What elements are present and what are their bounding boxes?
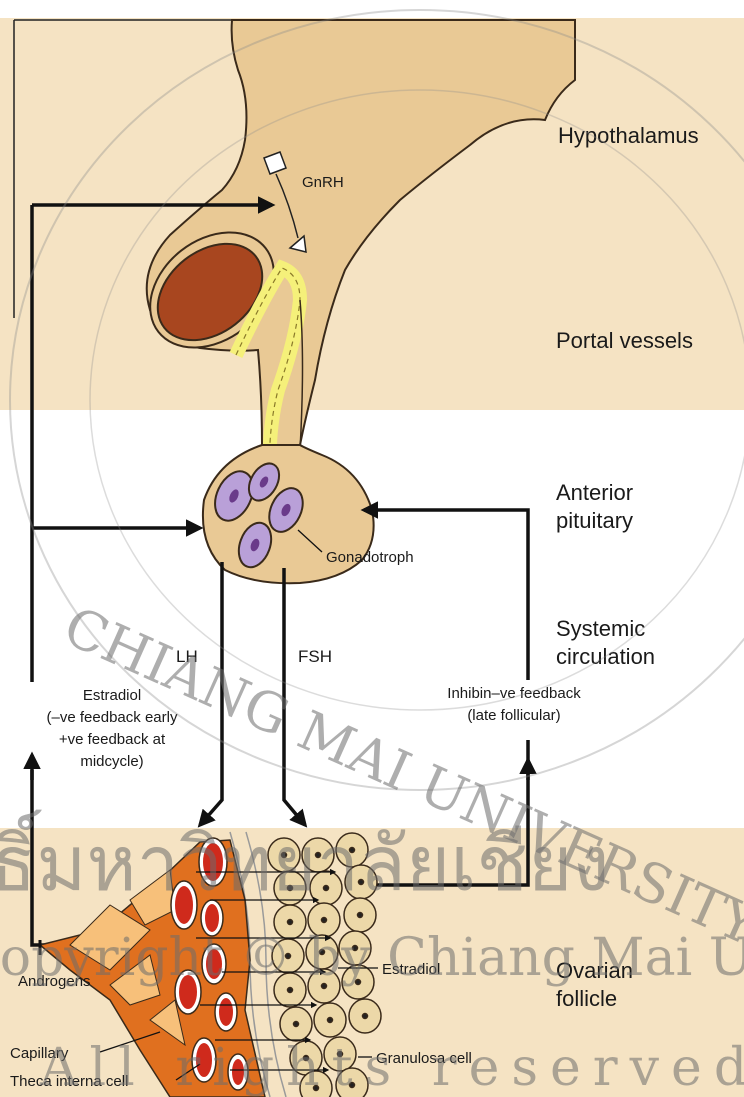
- granulosa-nucleus: [294, 1022, 299, 1027]
- granulosa-nucleus: [288, 920, 293, 925]
- label-gonadotroph: Gonadotroph: [326, 549, 414, 566]
- watermark-line1: Copyright © by Chiang Mai University: [0, 928, 744, 988]
- label-portal-vessels: Portal vessels: [556, 328, 693, 353]
- granulosa-nucleus: [328, 1018, 333, 1023]
- label-anterior-pituitary-2: pituitary: [556, 508, 633, 533]
- label-estradiol-feedback-3: +ve feedback at: [59, 731, 166, 748]
- label-estradiol-feedback-1: Estradiol: [83, 687, 141, 704]
- granulosa-nucleus: [358, 913, 363, 918]
- label-fsh: FSH: [298, 647, 332, 666]
- granulosa-nucleus: [288, 988, 293, 993]
- label-anterior-pituitary-1: Anterior: [556, 480, 633, 505]
- label-estradiol-feedback-2: (–ve feedback early: [47, 709, 178, 726]
- watermark-thai: ธิ์มหาวิทยาลัยเชียง: [0, 809, 610, 908]
- label-inhibin-feedback-2: (late follicular): [467, 707, 560, 724]
- label-gnrh: GnRH: [302, 174, 344, 191]
- granulosa-nucleus: [363, 1014, 368, 1019]
- label-hypothalamus: Hypothalamus: [558, 123, 699, 148]
- granulosa-nucleus: [322, 918, 327, 923]
- label-estradiol-feedback-4: midcycle): [80, 753, 143, 770]
- label-ovarian-follicle-2: follicle: [556, 986, 617, 1011]
- watermark-line2: All rights reserved: [39, 1038, 744, 1097]
- label-inhibin-feedback-1: Inhibin–ve feedback: [447, 685, 581, 702]
